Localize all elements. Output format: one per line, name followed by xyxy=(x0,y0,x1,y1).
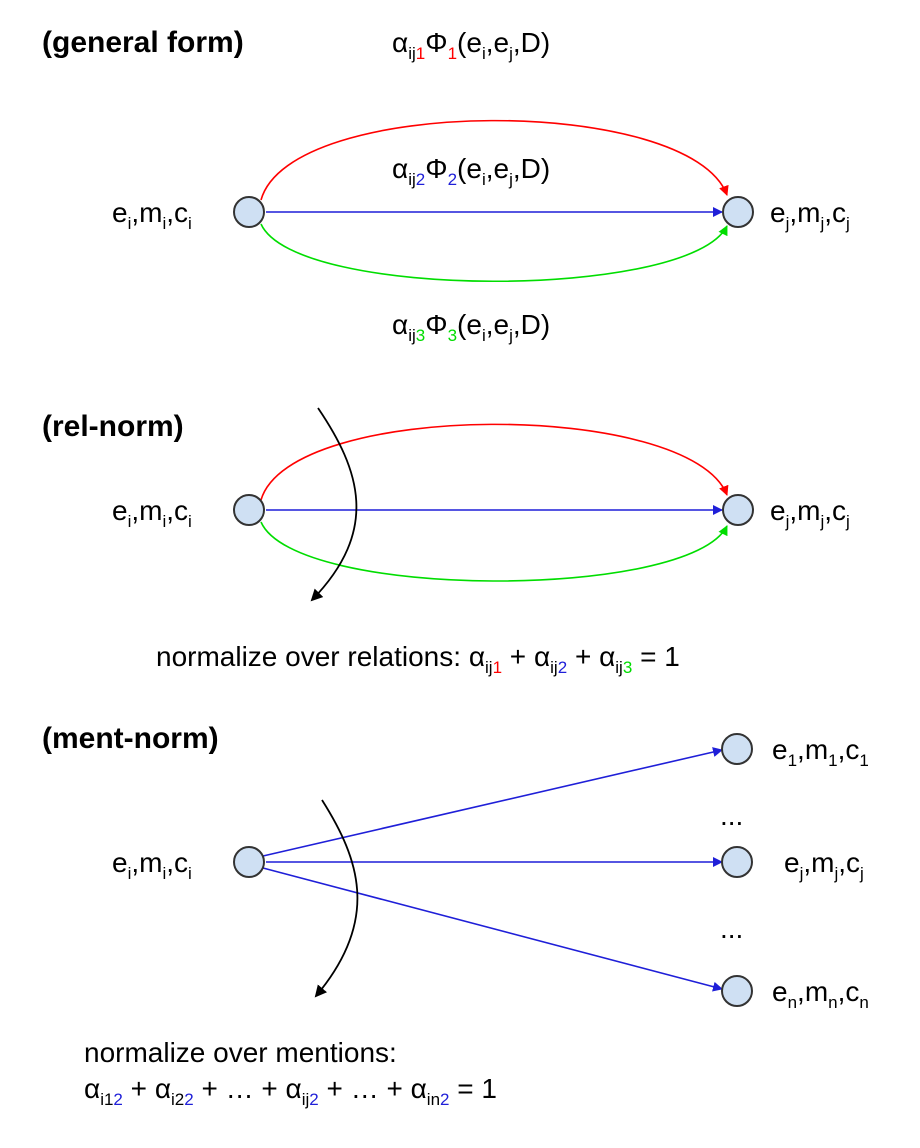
ment-norm-section: (ment-norm) ei,mi,ci e1,m1,c1 ... ej,mj,… xyxy=(42,722,869,1109)
ment-norm-caption-line2: αi12 + αi22 + … + αij2 + … + αin2 = 1 xyxy=(84,1073,497,1109)
general-form-section: (general form) αij1Φ1(ei,ej,D) αij2Φ2(ei… xyxy=(42,26,850,345)
node-label-right: ej,mj,cj xyxy=(770,197,850,233)
ment-norm-title: (ment-norm) xyxy=(42,722,219,755)
ment-node-ej-mj-cj xyxy=(721,846,753,878)
ment-ellipsis-lower: ... xyxy=(720,913,743,944)
rel-node-label-right: ej,mj,cj xyxy=(770,495,850,531)
edge-green-relation-3 xyxy=(260,223,728,283)
node-ej-mj-cj xyxy=(722,196,754,228)
potential-1-label: αij1Φ1(ei,ej,D) xyxy=(392,27,550,63)
rel-norm-section: (rel-norm) ei,mi,ci ej,mj,cj normalize o… xyxy=(42,407,850,677)
ment-edge-to-e1 xyxy=(262,747,723,857)
node-ei-mi-ci xyxy=(233,196,265,228)
ment-edge-to-en xyxy=(262,867,723,992)
potential-2-label: αij2Φ2(ei,ej,D) xyxy=(392,153,550,189)
rel-normalization-cut-arrow xyxy=(310,407,358,602)
rel-node-label-left: ei,mi,ci xyxy=(112,495,192,531)
rel-norm-title: (rel-norm) xyxy=(42,410,184,443)
rel-edge-red xyxy=(260,423,729,501)
ment-node-ei-mi-ci xyxy=(233,846,265,878)
ment-node-en-mn-cn xyxy=(721,975,753,1007)
ment-node-e1-m1-c1 xyxy=(721,733,753,765)
ment-norm-caption-line1: normalize over mentions: xyxy=(84,1037,397,1068)
node-label-left: ei,mi,ci xyxy=(112,197,192,233)
ment-ellipsis-upper: ... xyxy=(720,800,743,831)
potential-3-label: αij3Φ3(ei,ej,D) xyxy=(392,309,550,345)
ment-node-label-en: en,mn,cn xyxy=(772,976,869,1012)
ment-node-label-left: ei,mi,ci xyxy=(112,847,192,883)
rel-edge-green xyxy=(260,521,728,582)
rel-norm-caption: normalize over relations: αij1 + αij2 + … xyxy=(156,641,680,677)
ment-node-label-ej: ej,mj,cj xyxy=(784,847,864,883)
ment-normalization-cut-arrow xyxy=(314,799,359,998)
rel-node-ej-mj-cj xyxy=(722,494,754,526)
general-form-title: (general form) xyxy=(42,26,244,59)
rel-node-ei-mi-ci xyxy=(233,494,265,526)
ment-node-label-e1: e1,m1,c1 xyxy=(772,734,869,770)
edge-red-relation-1 xyxy=(260,119,729,201)
